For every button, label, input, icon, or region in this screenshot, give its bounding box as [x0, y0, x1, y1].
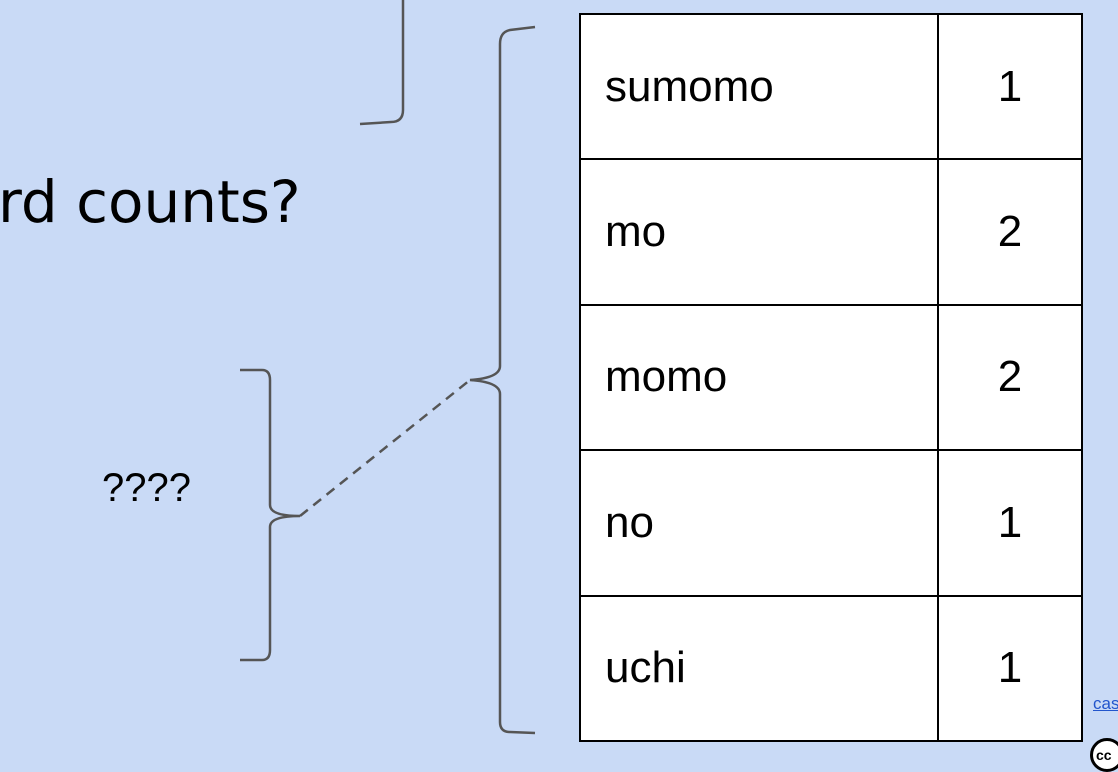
- table-row: no 1: [579, 449, 1083, 597]
- dashed-connector: [299, 379, 471, 517]
- word-cell: mo: [579, 158, 939, 306]
- table-row: sumomo 1: [579, 12, 1083, 161]
- small-left-bracket: [240, 368, 301, 662]
- large-table-bracket: [469, 25, 536, 735]
- count-cell: 1: [937, 594, 1083, 743]
- top-partial-bracket: [359, 0, 405, 126]
- table-row: mo 2: [579, 158, 1083, 306]
- word-cell: uchi: [579, 594, 939, 743]
- count-cell: 1: [937, 449, 1083, 597]
- table-row: momo 2: [579, 303, 1083, 452]
- question-marks: ????: [102, 466, 191, 510]
- count-cell: 2: [937, 303, 1083, 452]
- count-cell: 1: [937, 12, 1083, 161]
- slide-heading: rd counts?: [0, 168, 301, 236]
- word-count-table: sumomo 1 mo 2 momo 2 no 1 uchi 1: [579, 12, 1083, 743]
- table-row: uchi 1: [579, 594, 1083, 743]
- creative-commons-icon: cc: [1090, 738, 1118, 772]
- footer-link[interactable]: cas: [1093, 694, 1118, 713]
- word-cell: sumomo: [579, 12, 939, 161]
- count-cell: 2: [937, 158, 1083, 306]
- word-cell: momo: [579, 303, 939, 452]
- word-cell: no: [579, 449, 939, 597]
